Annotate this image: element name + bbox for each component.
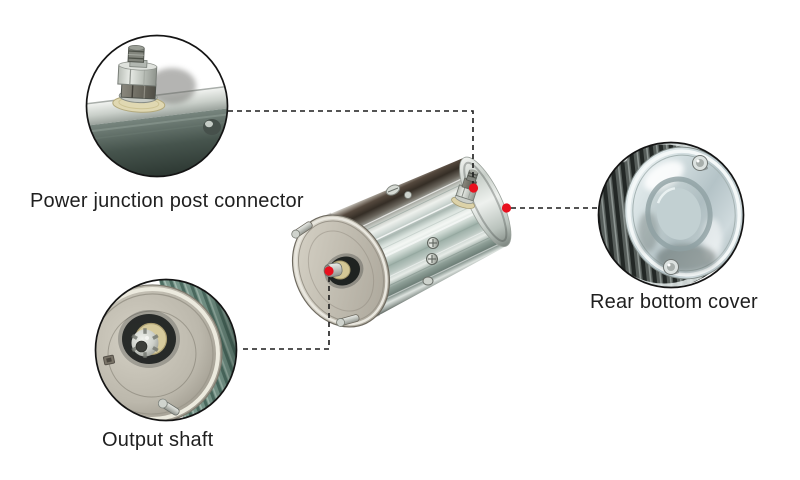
face-notch — [102, 354, 116, 366]
stud-closeup — [157, 398, 180, 416]
callout-dots — [324, 183, 512, 276]
callout-line-power-post — [228, 110, 474, 184]
zoom-circle-rear-cover — [597, 141, 745, 289]
callout-dot-output-shaft — [324, 266, 334, 276]
zoom-circle-border — [94, 278, 238, 422]
shaft-closeup — [118, 310, 180, 368]
callout-line-output-shaft — [240, 277, 330, 350]
zoom-circle-border — [597, 141, 745, 289]
zoom-circle-power-post — [85, 34, 229, 178]
body-screws — [385, 184, 439, 286]
surface-droplet — [203, 119, 221, 135]
cover-recess-ring — [645, 176, 713, 252]
zoom-circle-output-shaft — [94, 278, 238, 422]
power-post-part — [451, 169, 479, 209]
post-shadow — [148, 68, 196, 104]
label-rear-bottom-cover: Rear bottom cover — [590, 291, 758, 313]
zoom-circle-border — [85, 34, 229, 178]
callout-dot-power-post — [468, 183, 479, 193]
callout-lines — [228, 110, 600, 350]
cover-bolt — [663, 259, 679, 275]
tie-rod-stud — [336, 314, 360, 327]
motor-illustration — [291, 156, 512, 328]
tie-rod-stud — [291, 221, 313, 239]
callout-dot-rear-cover — [501, 203, 512, 213]
label-power-junction-post-connector: Power junction post connector — [30, 190, 304, 212]
cover-bolt — [692, 155, 708, 171]
junction-post-closeup — [112, 44, 166, 113]
label-output-shaft: Output shaft — [102, 429, 214, 451]
